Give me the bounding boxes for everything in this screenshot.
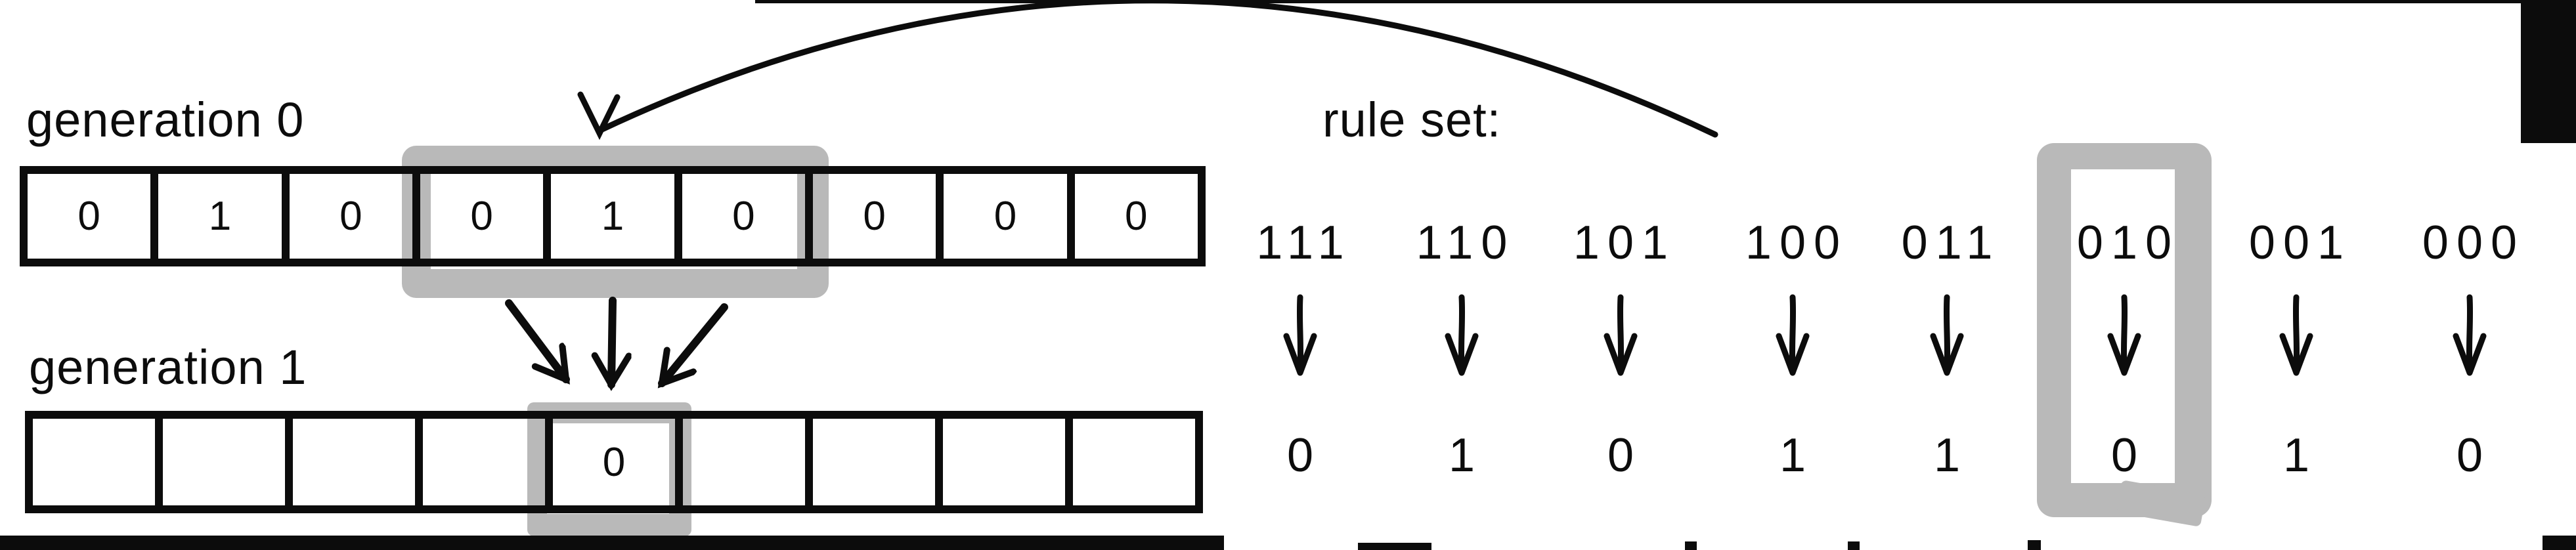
rule-column-111: 111 0 (1218, 217, 1382, 479)
rule-output: 1 (1779, 429, 1806, 482)
rule-pattern: 011 (1901, 217, 2001, 269)
gen1-cell (285, 411, 423, 513)
rule-column-100: 100 1 (1711, 217, 1875, 479)
rule-column-101: 101 0 (1539, 217, 1703, 479)
generation1-row: 0 (25, 411, 1203, 513)
gen1-cell (25, 411, 163, 513)
rule-column-110: 110 1 (1380, 217, 1544, 479)
gen0-cell: 0 (936, 166, 1075, 266)
rule-column-011: 011 1 (1865, 217, 2029, 479)
rule-pattern: 110 (1416, 217, 1516, 269)
down-arrow-icon (1930, 294, 1964, 376)
gen0-cell: 0 (674, 166, 813, 266)
scan-edge-top-line (755, 0, 2576, 3)
gen1-cell (935, 411, 1073, 513)
down-arrow-icon (1283, 294, 1317, 376)
gen1-cell (675, 411, 813, 513)
rule-output: 0 (2110, 429, 2138, 482)
gen1-cell (155, 411, 293, 513)
rule-output: 1 (2282, 429, 2310, 482)
down-arrow-icon (1445, 294, 1479, 376)
gen0-cell: 0 (804, 166, 944, 266)
down-arrow-icon (1776, 294, 1810, 376)
cropped-text-fragment (1848, 541, 1860, 550)
rule-010-highlight (2037, 143, 2212, 517)
rule-output: 1 (1933, 429, 1961, 482)
ruleset-to-gen0-curved-arrow (577, 0, 1718, 140)
generation0-row: 0 1 0 0 1 0 0 0 0 (20, 166, 1206, 266)
scan-corner-block (2521, 1, 2576, 143)
cropped-text-fragment (2028, 540, 2041, 550)
rule-set-label: rule set: (1322, 93, 1502, 147)
rule-output: 0 (1607, 429, 1634, 482)
rule-pattern: 000 (2422, 217, 2525, 269)
rule-pattern: 001 (2248, 217, 2352, 269)
gen1-cell (415, 411, 553, 513)
gen0-cell: 0 (20, 166, 159, 266)
gen1-cell (805, 411, 943, 513)
rule-pattern: 100 (1745, 217, 1848, 269)
cropped-text-fragment (2543, 536, 2576, 550)
cropped-text-fragment (1685, 541, 1697, 550)
gen0-cell: 0 (412, 166, 552, 266)
generation1-label: generation 1 (29, 340, 307, 394)
gen1-cell (1065, 411, 1203, 513)
down-arrow-icon (2453, 294, 2487, 376)
generation0-label: generation 0 (26, 93, 305, 147)
rule-pattern: 111 (1256, 217, 1352, 269)
scan-bottom-bar (0, 536, 1224, 550)
rule-pattern: 010 (2076, 217, 2180, 269)
rule-output: 1 (1448, 429, 1475, 482)
down-arrow-icon (2107, 294, 2141, 376)
rule-column-010: 010 0 (2042, 217, 2206, 479)
neighborhood-to-cell-arrows (505, 297, 728, 385)
rule-column-001: 001 1 (2214, 217, 2378, 479)
gen0-cell: 0 (281, 166, 420, 266)
rule-column-000: 000 0 (2388, 217, 2552, 479)
down-arrow-icon (2279, 294, 2313, 376)
gen1-cell: 0 (545, 411, 683, 513)
down-arrow-icon (1604, 294, 1638, 376)
cropped-text-fragment (1358, 543, 1431, 550)
gen0-cell: 1 (150, 166, 290, 266)
gen0-cell: 0 (1066, 166, 1206, 266)
rule-pattern: 101 (1573, 217, 1676, 269)
rule-output: 0 (1286, 429, 1314, 482)
gen0-cell: 1 (543, 166, 682, 266)
rule-output: 0 (2456, 429, 2483, 482)
